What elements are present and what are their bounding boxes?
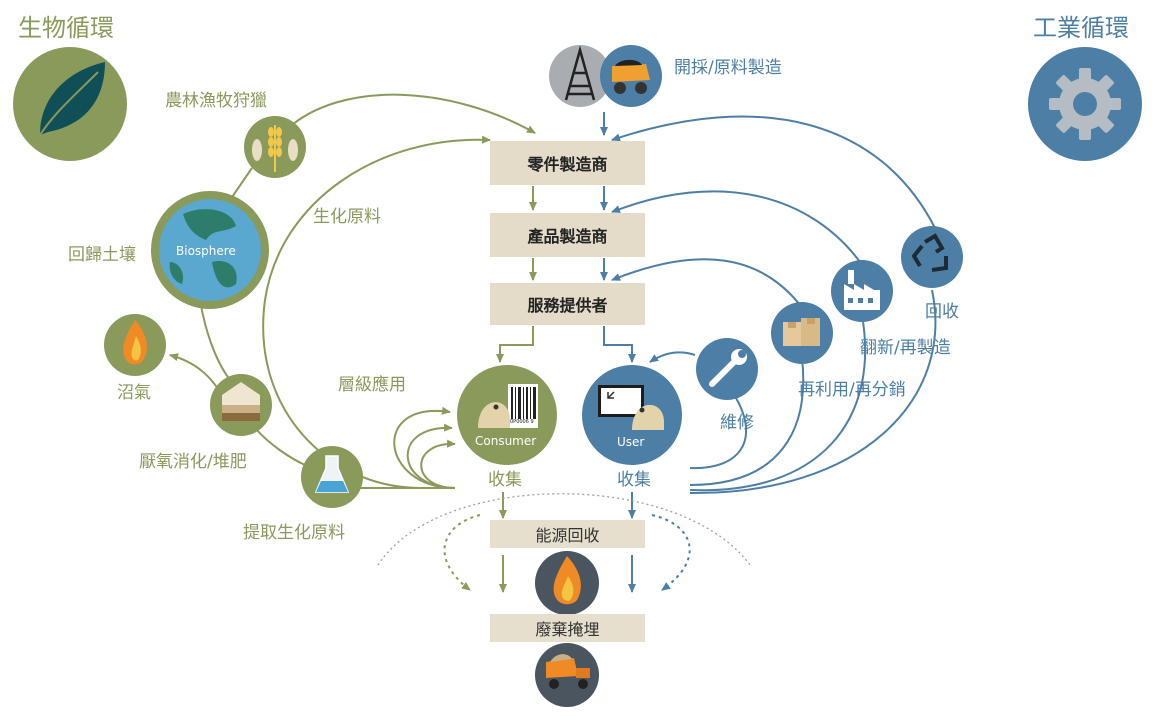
product-manufacturer-box: 產品製造商 xyxy=(490,213,645,257)
farming-flow-arrow xyxy=(285,93,536,134)
wheat-fish-icon xyxy=(244,116,306,178)
mining-truck-icon xyxy=(600,45,662,107)
biogas-flow-arrow xyxy=(169,353,223,396)
loop-to-maintain xyxy=(689,397,747,470)
farming-label: 農林漁牧狩獵 xyxy=(165,91,267,111)
mining-label: 開採/原料製造 xyxy=(674,58,782,78)
biochem-label: 生化原料 xyxy=(313,207,381,227)
energy-recovery-box: 能源回收 xyxy=(490,520,645,548)
user-text: User xyxy=(617,435,645,449)
fire-icon xyxy=(535,551,599,615)
reuse-label: 再利用/再分銷 xyxy=(798,380,906,400)
loop-to-reuse xyxy=(689,357,805,486)
boundary-dotted-arc xyxy=(377,493,751,566)
service-to-consumer-arrow xyxy=(496,326,534,363)
recycle-flow-arrow xyxy=(611,115,936,229)
consumer-text: Consumer xyxy=(475,434,537,448)
bio-flows xyxy=(169,93,537,593)
collect-tech-label: 收集 xyxy=(617,470,651,490)
right-dotted-curve xyxy=(651,514,691,591)
landfill-box: 廢棄掩埋 xyxy=(490,614,645,642)
biogas-label: 沼氣 xyxy=(117,383,151,403)
recycle-label: 回收 xyxy=(925,302,959,322)
loop-to-recycle xyxy=(689,289,937,495)
parts-manufacturer-box: 零件製造商 xyxy=(490,141,645,185)
leaf-icon xyxy=(13,47,127,161)
cascades-label: 層級應用 xyxy=(338,375,406,395)
loop-to-refurbish xyxy=(689,314,867,492)
oil-rig-icon xyxy=(549,45,611,107)
left-dotted-curve xyxy=(443,514,481,591)
anaerobic-label: 厭氧消化/堆肥 xyxy=(139,452,247,472)
flame-icon xyxy=(104,314,166,376)
maintain-label: 維修 xyxy=(720,413,754,433)
consumer-icon xyxy=(457,365,557,465)
cascade-loop-2 xyxy=(406,423,456,489)
recycle-icon xyxy=(901,226,963,288)
user-computer-icon xyxy=(582,365,682,465)
restore-soil-label: 回歸土壤 xyxy=(68,245,136,265)
gear-icon xyxy=(1028,47,1142,161)
biochem-flow-arrow xyxy=(262,135,491,489)
tech-cycle-title: 工業循環 xyxy=(1033,14,1129,42)
collect-bio-label: 收集 xyxy=(488,470,522,490)
maintain-flow-arrow xyxy=(649,351,696,363)
earth-icon xyxy=(151,191,269,309)
tech-flows xyxy=(600,112,937,593)
service-to-user-arrow xyxy=(603,326,636,363)
bio-cycle-title: 生物循環 xyxy=(18,14,114,42)
extraction-label: 提取生化原料 xyxy=(243,523,345,543)
bio-chain-line xyxy=(199,167,306,466)
refurbish-flow-arrow xyxy=(611,190,861,263)
service-provider-box: 服務提供者 xyxy=(490,283,645,325)
boxes-icon xyxy=(771,302,833,364)
factory-icon xyxy=(831,260,893,322)
refurbish-label: 翻新/再製造 xyxy=(860,338,951,358)
wrench-icon xyxy=(696,338,758,400)
cascade-loop-3 xyxy=(420,439,456,489)
barcode-number: 0P0006 9 xyxy=(510,419,534,425)
reuse-flow-arrow xyxy=(611,258,801,306)
flask-icon xyxy=(301,446,363,508)
soil-layers-icon xyxy=(210,374,272,436)
dump-truck-icon xyxy=(535,643,599,707)
biosphere-text: Biosphere xyxy=(176,244,236,258)
